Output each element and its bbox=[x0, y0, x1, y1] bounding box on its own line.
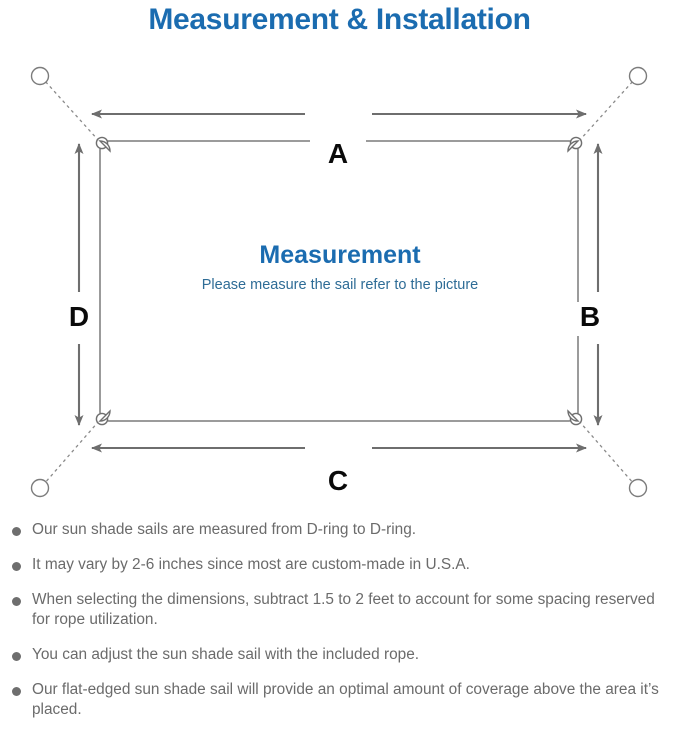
d-ring-tabs bbox=[98, 140, 580, 422]
d-ring-tab-top-left bbox=[98, 140, 111, 153]
note-item: When selecting the dimensions, subtract … bbox=[0, 590, 679, 630]
dimension-label-a: A bbox=[310, 139, 366, 169]
note-item-text: When selecting the dimensions, subtract … bbox=[32, 591, 655, 628]
rope-line-bottom-left bbox=[43, 420, 100, 485]
note-item-text: You can adjust the sun shade sail with t… bbox=[32, 646, 420, 663]
note-item: You can adjust the sun shade sail with t… bbox=[0, 645, 679, 665]
note-item: Our sun shade sails are measured from D-… bbox=[0, 520, 679, 540]
page-title: Measurement & Installation bbox=[148, 3, 531, 36]
bullet-icon bbox=[12, 597, 21, 606]
bullet-icon bbox=[12, 687, 21, 696]
rope-line-top-right bbox=[578, 79, 635, 142]
note-item-text: It may vary by 2-6 inches since most are… bbox=[32, 556, 470, 573]
rope-lines bbox=[43, 79, 635, 485]
shade-sail-measurement-diagram: Measurement Please measure the sail refe… bbox=[0, 44, 679, 514]
anchor-points bbox=[30, 66, 648, 498]
dimension-label-c: C bbox=[310, 466, 366, 496]
anchor-point-bottom-right bbox=[628, 478, 648, 498]
d-ring-tab-bottom-left bbox=[98, 409, 111, 422]
anchor-point-top-right bbox=[628, 66, 648, 86]
note-item-text: Our sun shade sails are measured from D-… bbox=[32, 521, 417, 538]
note-item-text: Our flat-edged sun shade sail will provi… bbox=[32, 681, 659, 718]
rope-line-top-left bbox=[43, 79, 100, 142]
bullet-icon bbox=[12, 562, 21, 571]
bullet-icon bbox=[12, 527, 21, 536]
d-ring-tab-bottom-right bbox=[567, 409, 580, 422]
bullet-icon bbox=[12, 652, 21, 661]
d-ring-tab-top-right bbox=[567, 140, 580, 153]
sail-body bbox=[99, 140, 579, 422]
note-item: It may vary by 2-6 inches since most are… bbox=[0, 555, 679, 575]
diagram-svg bbox=[30, 66, 648, 498]
anchor-point-bottom-left bbox=[30, 478, 50, 498]
rope-line-bottom-right bbox=[578, 420, 635, 485]
anchor-point-top-left bbox=[30, 66, 50, 86]
note-item: Our flat-edged sun shade sail will provi… bbox=[0, 680, 679, 720]
notes-list: Our sun shade sails are measured from D-… bbox=[0, 520, 679, 720]
dimension-label-d: D bbox=[62, 302, 96, 336]
dimension-label-b: B bbox=[573, 302, 607, 336]
